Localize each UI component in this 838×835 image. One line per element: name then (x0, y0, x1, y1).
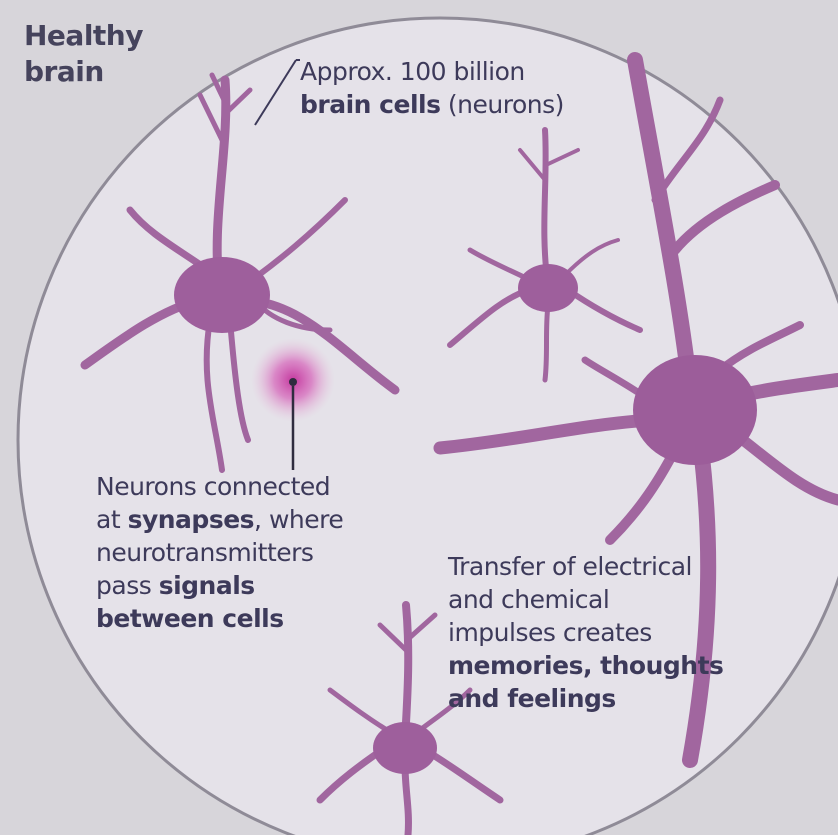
synapses-callout-line-4: pass signals (96, 569, 343, 602)
transfer-callout-line-1: Transfer of electrical (448, 550, 723, 583)
transfer-callout-line-4: memories, thoughts (448, 649, 723, 682)
between-cells-bold: between cells (96, 604, 284, 633)
transfer-callout-line-3: impulses creates (448, 616, 723, 649)
neuron-bottom-body (373, 722, 437, 774)
neuron-small-top-body (518, 264, 578, 312)
neuron-large-right-body (633, 355, 757, 465)
transfer-callout-line-5: and feelings (448, 682, 723, 715)
synapses-line-4-prefix: pass (96, 571, 159, 600)
synapses-callout-line-5: between cells (96, 602, 343, 635)
synapses-callout-line-1: Neurons connected (96, 470, 343, 503)
transfer-callout: Transfer of electrical and chemical impu… (448, 550, 723, 715)
synapses-bold: synapses (128, 505, 254, 534)
synapses-callout-line-3: neurotransmitters (96, 536, 343, 569)
neurons-callout-bold: brain cells (300, 90, 440, 119)
diagram-title: Healthy brain (24, 18, 143, 90)
synapses-line-2-prefix: at (96, 505, 128, 534)
signals-bold: signals (159, 571, 255, 600)
neurons-callout: Approx. 100 billion brain cells (neurons… (300, 55, 564, 121)
transfer-callout-line-2: and chemical (448, 583, 723, 616)
synapses-callout: Neurons connected at synapses, where neu… (96, 470, 343, 635)
title-line-1: Healthy (24, 18, 143, 54)
neurons-callout-rest: (neurons) (440, 90, 563, 119)
neurons-callout-line-1: Approx. 100 billion (300, 55, 564, 88)
title-line-2: brain (24, 54, 143, 90)
and-feelings-bold: and feelings (448, 684, 616, 713)
synapses-callout-line-2: at synapses, where (96, 503, 343, 536)
synapses-line-2-rest: , where (254, 505, 343, 534)
synapse-dot (289, 378, 297, 386)
neuron-top-left-body (174, 257, 270, 333)
memories-thoughts-bold: memories, thoughts (448, 651, 723, 680)
neurons-callout-line-2: brain cells (neurons) (300, 88, 564, 121)
